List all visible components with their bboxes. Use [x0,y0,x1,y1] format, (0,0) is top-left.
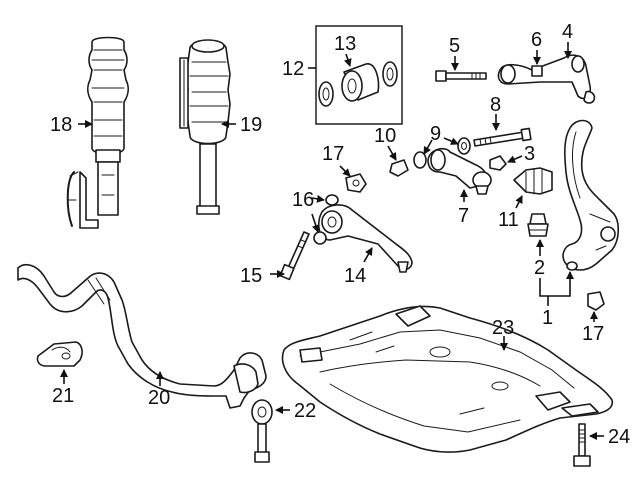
callout-9: 9 [430,123,441,145]
nut-10 [389,159,409,177]
leader-16 [311,194,325,203]
callout-10: 10 [374,125,396,147]
stabilizer-bushing-21 [36,341,83,367]
lower-arm-7 [427,147,492,195]
nut-17-right [587,291,605,311]
callout-2: 2 [534,257,545,279]
callout-7: 7 [458,205,469,227]
bushing-kit-12 [315,25,403,125]
washer-16 [325,194,339,206]
callout-12: 12 [282,58,304,80]
leader-11 [515,195,523,209]
leader-17a [339,165,351,177]
boot-11 [513,167,553,195]
leader-9b [423,139,433,155]
subframe-23 [281,305,614,453]
callout-23: 23 [492,317,514,339]
leader-14 [363,247,373,263]
steering-knuckle-1 [562,119,620,271]
leader-13 [343,53,352,67]
callout-4: 4 [562,21,573,43]
nut-3 [489,155,507,171]
callout-18: 18 [50,114,72,136]
stabilizer-link-22 [251,399,273,463]
callout-numbers: 12 13 5 6 4 8 9 10 3 7 11 2 1 17 17 16 1… [50,21,630,448]
callout-24: 24 [608,426,630,448]
callout-16: 16 [292,189,314,211]
leader-lines [60,42,604,440]
callout-22: 22 [294,400,316,422]
lower-control-arm-14 [313,204,413,273]
callout-11: 11 [498,209,519,231]
leader-3 [507,155,523,163]
callout-6: 6 [531,29,542,51]
callout-14: 14 [344,265,366,287]
air-strut-18 [66,36,129,229]
leader-10 [387,145,397,161]
callout-19: 19 [240,114,262,136]
callout-21: 21 [52,385,74,407]
callout-15: 15 [240,265,262,287]
leader-1 [539,271,574,297]
bolt-8 [473,127,532,147]
callout-8: 8 [490,94,501,116]
bolt-15 [279,231,310,281]
callout-1: 1 [542,307,553,329]
callout-17-right: 17 [582,323,604,345]
nut-17-top [345,173,367,193]
leader-9a [443,137,459,145]
callout-13: 13 [334,33,356,55]
callout-3: 3 [524,143,535,165]
callout-20: 20 [148,387,170,409]
callout-17-top: 17 [322,143,344,165]
upper-control-arm-4 [497,54,596,104]
ball-joint-2 [527,213,549,237]
air-strut-19 [179,39,231,215]
leader-16b [311,213,320,233]
callout-5: 5 [449,35,460,57]
washers-9 [413,137,471,169]
bolt-5 [435,70,487,82]
bolt-24 [573,423,591,467]
stabilizer-bar-20 [17,263,267,409]
